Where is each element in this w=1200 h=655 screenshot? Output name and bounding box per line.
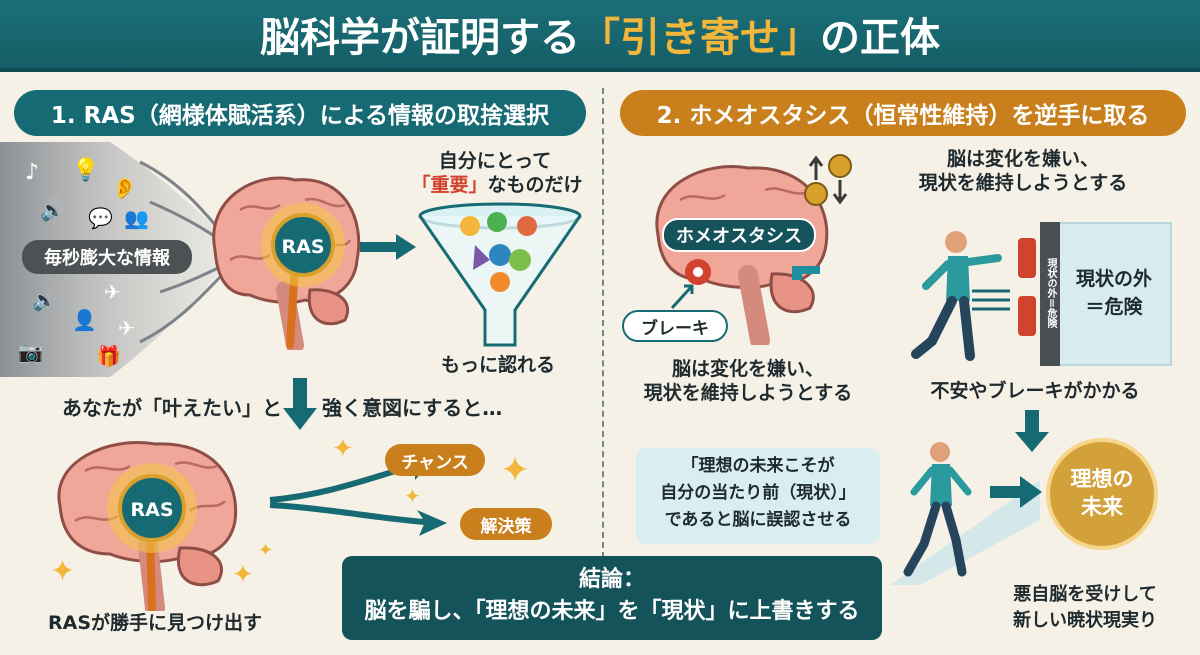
brain-illustration: RAS — [212, 176, 361, 350]
music-icon: ♪ — [25, 160, 40, 185]
arrow-down-icon — [1015, 410, 1049, 452]
filter-funnel-icon — [418, 202, 582, 347]
brain-caption-line2: 現状を維持しようとする — [643, 382, 853, 404]
brake-label: ブレーキ — [622, 310, 728, 342]
pointer-arrow-icon — [670, 284, 694, 310]
sparkle-icon: ✦ — [258, 540, 274, 561]
conclusion-box — [342, 556, 882, 640]
chat-icon: 💬 — [88, 206, 113, 230]
homeostasis-label: ホメオスタシス — [662, 218, 816, 252]
person-icon: 👤 — [72, 308, 97, 332]
airplane-icon: ✈ — [118, 316, 135, 340]
ideal-circle-line1: 理想の — [1070, 467, 1134, 491]
brake-pad-icon — [1018, 296, 1036, 336]
people-icon: 👥 — [124, 206, 149, 230]
arrow-down-icon — [283, 378, 317, 430]
brain-caption-line1: 脳は変化を嫌い、 — [671, 358, 824, 380]
ideal-box-line2: 自分の当たり前（現状）」 — [660, 483, 856, 503]
outside-line1: 現状の外 — [1075, 268, 1152, 290]
section1-title: 1. RAS（網様体賦活系）による情報の取捨選択 — [14, 90, 586, 136]
filter-caption-line2: 「重要」なものだけ — [402, 174, 592, 198]
sparkle-icon: ✦ — [404, 484, 421, 508]
walking-person-icon — [890, 442, 1042, 585]
outside-zone — [1058, 222, 1172, 366]
ideal-box-line3: であると脳に誤認させる — [664, 510, 852, 530]
filter-caption-important: 「重要」 — [411, 174, 488, 196]
intent-right-text: 強く意図にすると… — [322, 396, 503, 420]
conclusion-body: 脳を騙し、「理想の未来」を「現状」に上書きする — [364, 599, 860, 624]
solution-badge: 解決策 — [460, 508, 552, 540]
info-label: 毎秒膨大な情報 — [22, 240, 192, 274]
final-caption-line2: 新しい暁状現実り — [1013, 610, 1157, 631]
comfort-zone-wall — [1040, 222, 1060, 366]
brake-pad-icon — [1018, 238, 1036, 278]
section2-title: 2. ホメオスタシス（恒常性維持）を逆手に取る — [620, 90, 1186, 136]
sparkle-icon: ✦ — [50, 554, 76, 589]
ideal-box-line1: 「理想の未来こそが — [681, 456, 835, 476]
ear-icon: 👂 — [112, 176, 137, 200]
volume-icon: 🔉 — [32, 288, 57, 312]
chance-badge: チャンス — [385, 444, 485, 476]
ras-bottom-caption: RASが勝手に見つけ出す — [48, 612, 263, 634]
final-caption-line1: 悪自脳を受けして — [1013, 584, 1157, 605]
filter-caption-rest: なものだけ — [487, 174, 583, 196]
ras-label: RAS — [281, 236, 324, 258]
push-back-arrows — [972, 289, 1010, 311]
anxiety-caption: 不安やブレーキがかかる — [930, 380, 1140, 402]
outside-line2: ＝危険 — [1085, 296, 1143, 318]
filter-caption-line1: 自分にとって — [438, 150, 552, 172]
balance-icon — [804, 154, 852, 206]
title-after: の正体 — [820, 15, 940, 61]
lightbulb-icon: 💡 — [72, 158, 100, 183]
walking-person-icon — [911, 231, 1002, 361]
sparkle-icon: ✦ — [232, 560, 254, 590]
conclusion-heading: 結論： — [578, 567, 645, 592]
ideal-future-circle — [1046, 438, 1158, 550]
page-title-banner: 脳科学が証明する「引き寄せ」の正体 — [0, 0, 1200, 72]
top-caption-line1: 脳は変化を嫌い、 — [946, 148, 1099, 170]
filter-bottom-caption: もっに認れる — [440, 354, 555, 376]
paper-plane-icon: ✈ — [104, 280, 121, 304]
camera-icon: 📷 — [18, 340, 43, 364]
sparkle-icon: ✦ — [332, 434, 354, 464]
arrow-right-icon — [360, 234, 416, 260]
ras-label-2: RAS — [130, 499, 173, 521]
sparkle-icon: ✦ — [500, 450, 531, 491]
ideal-circle-line2: 未来 — [1081, 495, 1123, 519]
title-highlight: 「引き寄せ」 — [580, 15, 820, 61]
gift-icon: 🎁 — [96, 344, 121, 368]
section-divider — [602, 88, 604, 558]
top-caption-line2: 現状を維持しようとする — [918, 172, 1128, 194]
brain-illustration-2: RAS — [57, 441, 238, 611]
speaker-icon: 🔊 — [40, 198, 65, 222]
title-before: 脳科学が証明する — [260, 15, 580, 61]
ideal-statement-box — [636, 448, 880, 544]
wall-text: 現状の外＝危険 — [1045, 258, 1056, 328]
intent-left-text: あなたが「叶えたい」と — [62, 396, 282, 420]
